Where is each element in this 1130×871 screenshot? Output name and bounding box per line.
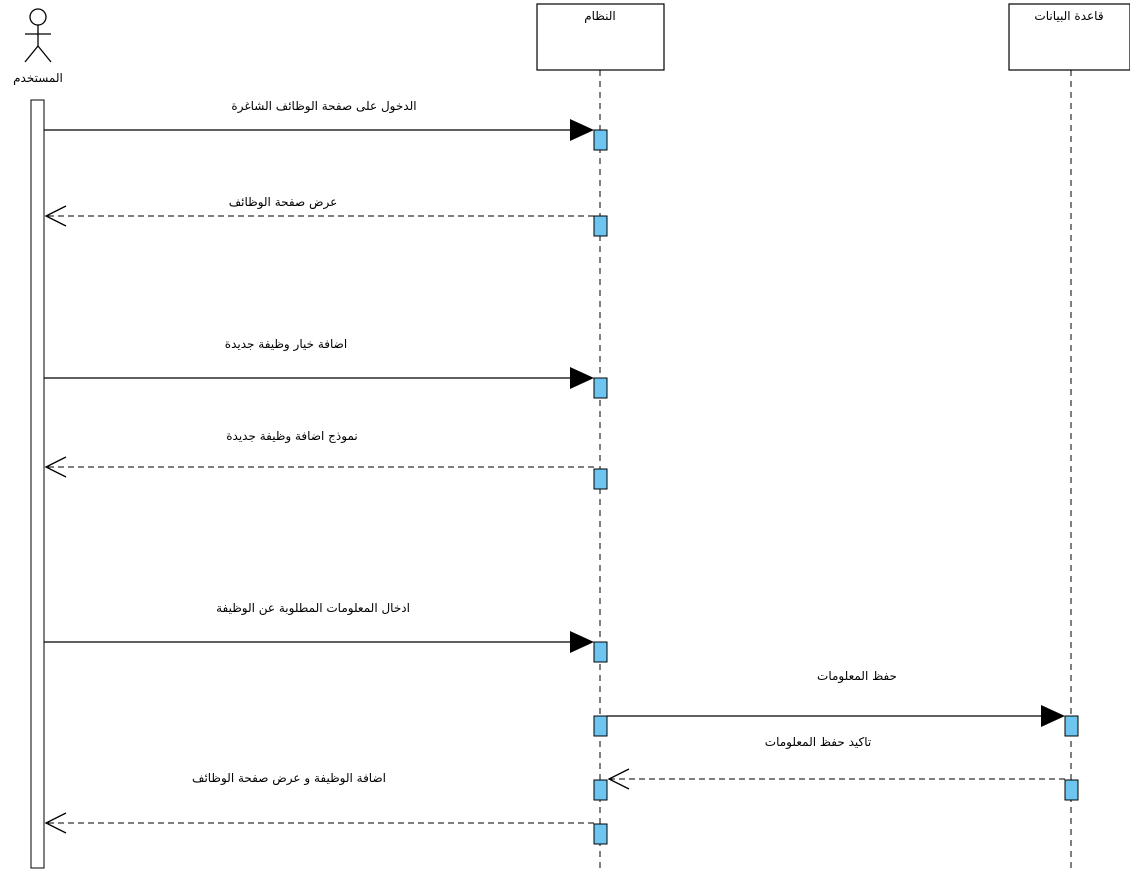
message-label: تاكيد حفظ المعلومات (765, 735, 871, 750)
actor-user[interactable]: المستخدم (13, 8, 63, 85)
participant-database-box (1008, 3, 1130, 71)
actor-leg-left (24, 45, 39, 63)
message-return-arrow[interactable]: اضافة الوظيفة و عرض صفحة الوظائف (44, 771, 594, 834)
system-activation (593, 215, 608, 237)
open-arrowhead-icon (44, 812, 67, 834)
message-label: اضافة الوظيفة و عرض صفحة الوظائف (192, 771, 386, 786)
actor-leg-right (37, 45, 52, 63)
open-arrowhead-icon (44, 456, 67, 478)
open-arrowhead-icon (44, 205, 67, 227)
system-activation (593, 715, 608, 737)
system-activation (593, 468, 608, 490)
message-label: حفظ المعلومات (817, 669, 897, 684)
actor-head (29, 8, 47, 26)
filled-arrowhead-icon (570, 119, 594, 141)
message-return-arrow[interactable]: تاكيد حفظ المعلومات (607, 735, 1065, 790)
database-activation (1064, 779, 1079, 801)
system-activation (593, 377, 608, 399)
system-activation (593, 823, 608, 845)
message-sync-arrow[interactable]: الدخول على صفحة الوظائف الشاغرة (44, 99, 594, 141)
database-activation (1064, 715, 1079, 737)
system-activation (593, 641, 608, 663)
system-activation (593, 779, 608, 801)
user-activation-bar (30, 99, 45, 869)
message-label: الدخول على صفحة الوظائف الشاغرة (231, 99, 416, 114)
participant-database-label: قاعدة البيانات (1034, 9, 1103, 23)
filled-arrowhead-icon (570, 631, 594, 653)
message-label: اضافة خيار وظيفة جديدة (225, 337, 347, 352)
participant-database[interactable]: قاعدة البيانات (1008, 3, 1130, 71)
message-return-arrow[interactable]: نموذج اضافة وظيفة جديدة (44, 429, 594, 478)
message-return-arrow[interactable]: عرض صفحة الوظائف (44, 195, 594, 227)
actor-user-label: المستخدم (13, 71, 63, 85)
message-sync-arrow[interactable]: حفظ المعلومات (607, 669, 1065, 727)
filled-arrowhead-icon (1041, 705, 1065, 727)
participant-system[interactable]: النظام (536, 3, 665, 71)
open-arrowhead-icon (607, 768, 630, 790)
system-activation (593, 129, 608, 151)
message-sync-arrow[interactable]: ادخال المعلومات المطلوبة عن الوظيفة (44, 601, 594, 653)
message-label: عرض صفحة الوظائف (229, 195, 338, 210)
message-sync-arrow[interactable]: اضافة خيار وظيفة جديدة (44, 337, 594, 389)
filled-arrowhead-icon (570, 367, 594, 389)
message-label: ادخال المعلومات المطلوبة عن الوظيفة (216, 601, 410, 616)
message-label: نموذج اضافة وظيفة جديدة (226, 429, 357, 444)
participant-system-box (536, 3, 665, 71)
participant-system-label: النظام (584, 9, 616, 23)
